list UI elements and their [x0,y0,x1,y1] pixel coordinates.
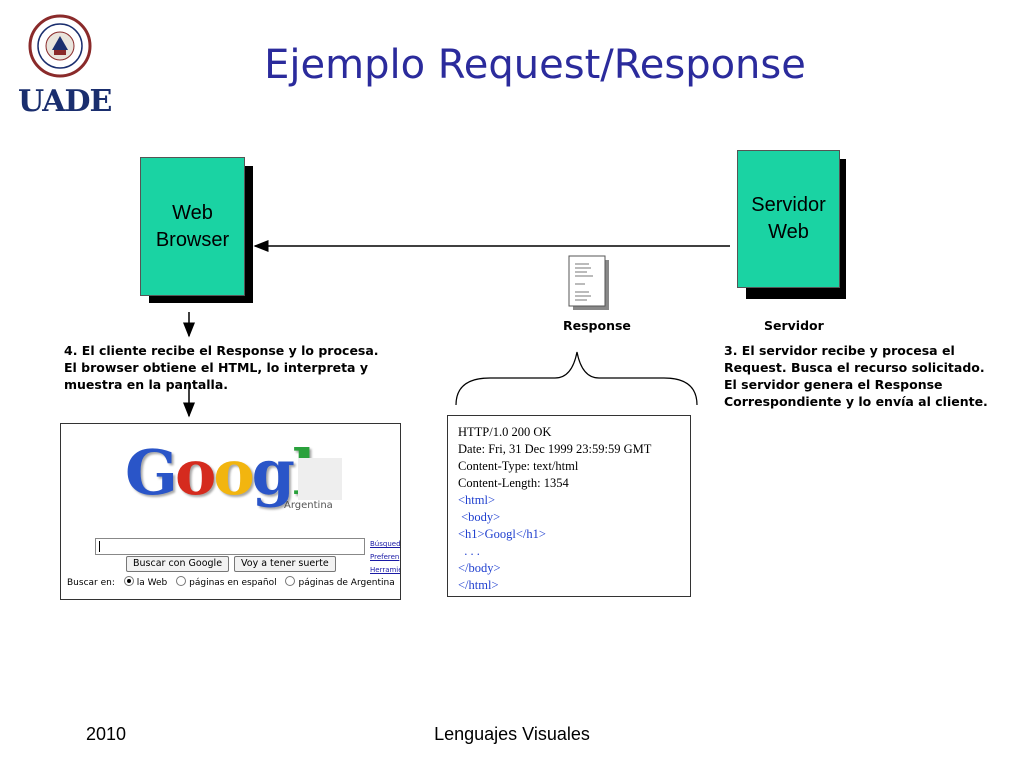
h1-line: <h1>Googl</h1> [458,527,546,541]
web-browser-node: Web Browser [140,157,245,296]
http-content-length-header: Content-Length: 1354 [458,476,569,490]
logo-cutoff-patch [298,458,342,500]
html-open-tag: <html> [458,493,496,507]
option-web: la Web [136,578,168,588]
option-spanish: páginas en español [189,578,277,588]
http-status-line: HTTP/1.0 200 OK [458,425,552,439]
side-links: Búsqued Preferen Herramie [370,538,401,577]
radio-argentina[interactable] [285,576,296,586]
http-content-type-header: Content-Type: text/html [458,459,579,473]
search-button[interactable]: Buscar con Google [126,556,230,572]
response-label: Response [563,318,631,333]
web-browser-label: Web Browser [155,201,230,251]
body-open-tag: <body> [458,510,501,524]
step-4-text: 4. El cliente recibe el Response y lo pr… [64,343,379,392]
response-document-icon [568,255,609,310]
link-busqueda[interactable]: Búsqued [370,540,401,548]
google-page-screenshot: Googl Argentina Buscar con Google Voy a … [60,423,401,600]
link-herramientas[interactable]: Herramie [370,566,401,574]
server-label: Servidor [764,318,824,333]
ellipsis-line: . . . [458,544,480,558]
footer-course: Lenguajes Visuales [434,724,590,744]
html-close-tag: </html> [458,578,499,592]
search-scope-row: Buscar en: la Web páginas en español pág… [67,576,395,589]
uade-logo: UADE [18,14,112,124]
option-argentina: páginas de Argentina [298,578,395,588]
response-brace [455,351,698,406]
http-date-header: Date: Fri, 31 Dec 1999 23:59:59 GMT [458,442,652,456]
body-close-tag: </body> [458,561,501,575]
lucky-button[interactable]: Voy a tener suerte [234,556,336,572]
step-3-text: 3. El servidor recibe y procesa el Reque… [724,343,988,409]
university-seal-icon [28,14,92,78]
web-server-node: Servidor Web [737,150,840,288]
slide-title: Ejemplo Request/Response [264,42,806,88]
radio-spanish[interactable] [176,576,187,586]
http-response-box: HTTP/1.0 200 OK Date: Fri, 31 Dec 1999 2… [447,415,691,597]
logo-text: UADE [18,84,112,119]
radio-web[interactable] [123,576,134,586]
google-logo: Googl [125,436,316,509]
region-label: Argentina [284,500,333,511]
google-search-input[interactable] [95,538,365,555]
web-server-label: Servidor Web [751,194,826,243]
footer-year: 2010 [86,724,127,744]
search-in-label: Buscar en: [67,578,115,588]
link-preferencias[interactable]: Preferen [370,553,400,561]
